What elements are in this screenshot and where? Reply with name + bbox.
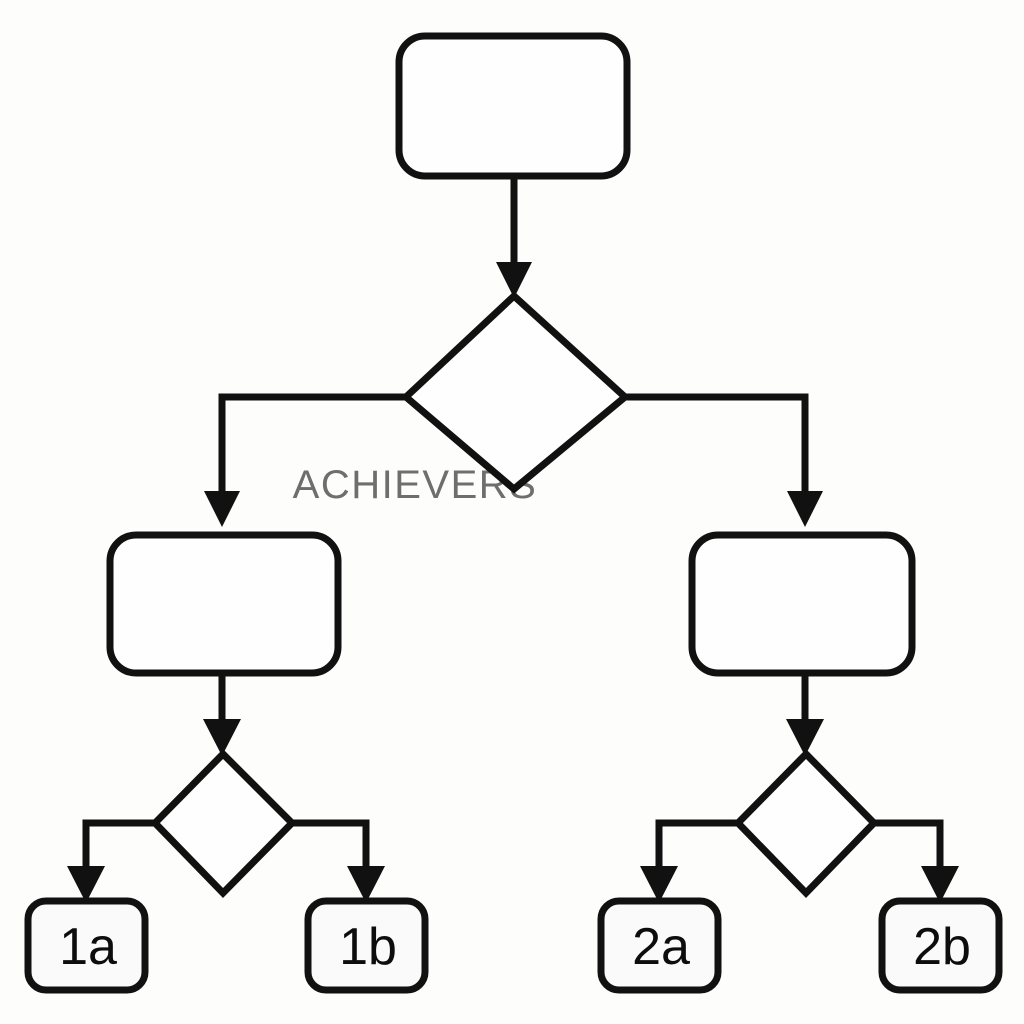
edge-left-process-to-left-decision: [203, 672, 241, 756]
arrowhead-icon: [787, 491, 823, 527]
node-right-process[interactable]: [688, 531, 916, 677]
node-leaf-2b[interactable]: 2b: [878, 897, 1003, 994]
node-right-decision-shape[interactable]: [733, 749, 879, 899]
node-leaf-2a[interactable]: 2a: [597, 897, 722, 994]
arrowhead-icon: [786, 719, 824, 756]
node-root-process-shape[interactable]: [395, 32, 631, 180]
arrowhead-icon: [347, 866, 385, 903]
node-root-process[interactable]: [395, 32, 631, 180]
arrowhead-icon: [204, 491, 240, 527]
node-left-process-shape[interactable]: [106, 531, 342, 677]
edge-right-decision-to-leaf-2b: [874, 819, 959, 903]
arrowhead-icon: [496, 262, 532, 298]
edge-root-decision-to-left-process: [204, 393, 406, 527]
edge-line: [874, 819, 944, 872]
edge-right-decision-to-leaf-2a: [640, 819, 738, 903]
node-root-decision[interactable]: [400, 291, 631, 494]
edge-line: [623, 393, 809, 496]
node-leaf-1b-shape[interactable]: [304, 897, 429, 994]
arrowhead-icon: [67, 866, 105, 903]
node-left-process[interactable]: [106, 531, 342, 677]
node-left-decision-shape[interactable]: [150, 749, 297, 899]
node-right-decision[interactable]: [733, 749, 879, 899]
edge-left-decision-to-leaf-1a: [67, 819, 155, 903]
node-leaf-2b-label: 2b: [913, 918, 971, 976]
arrowhead-icon: [921, 866, 959, 903]
node-leaf-1a[interactable]: 1a: [24, 897, 149, 994]
node-leaf-1a-shape[interactable]: [24, 897, 149, 994]
node-right-process-shape[interactable]: [688, 531, 916, 677]
edge-line: [82, 819, 155, 872]
node-leaf-1b-label: 1b: [339, 918, 397, 976]
edge-right-process-to-right-decision: [786, 672, 824, 756]
node-leaf-1b[interactable]: 1b: [304, 897, 429, 994]
node-leaf-2a-shape[interactable]: [597, 897, 722, 994]
edge-root-process-to-root-decision: [496, 176, 532, 298]
arrowhead-icon: [203, 719, 241, 756]
edge-line: [292, 819, 370, 872]
node-leaf-2a-label: 2a: [632, 918, 690, 976]
node-root-decision-shape[interactable]: [400, 291, 631, 494]
node-leaf-1a-label: 1a: [59, 918, 117, 976]
edge-line: [218, 393, 406, 496]
arrowhead-icon: [640, 866, 678, 903]
edge-root-decision-to-right-process: [623, 393, 823, 527]
node-left-decision[interactable]: [150, 749, 297, 899]
edge-left-decision-to-leaf-1b: [292, 819, 385, 903]
node-leaf-2b-shape[interactable]: [878, 897, 1003, 994]
edge-line: [655, 819, 738, 872]
